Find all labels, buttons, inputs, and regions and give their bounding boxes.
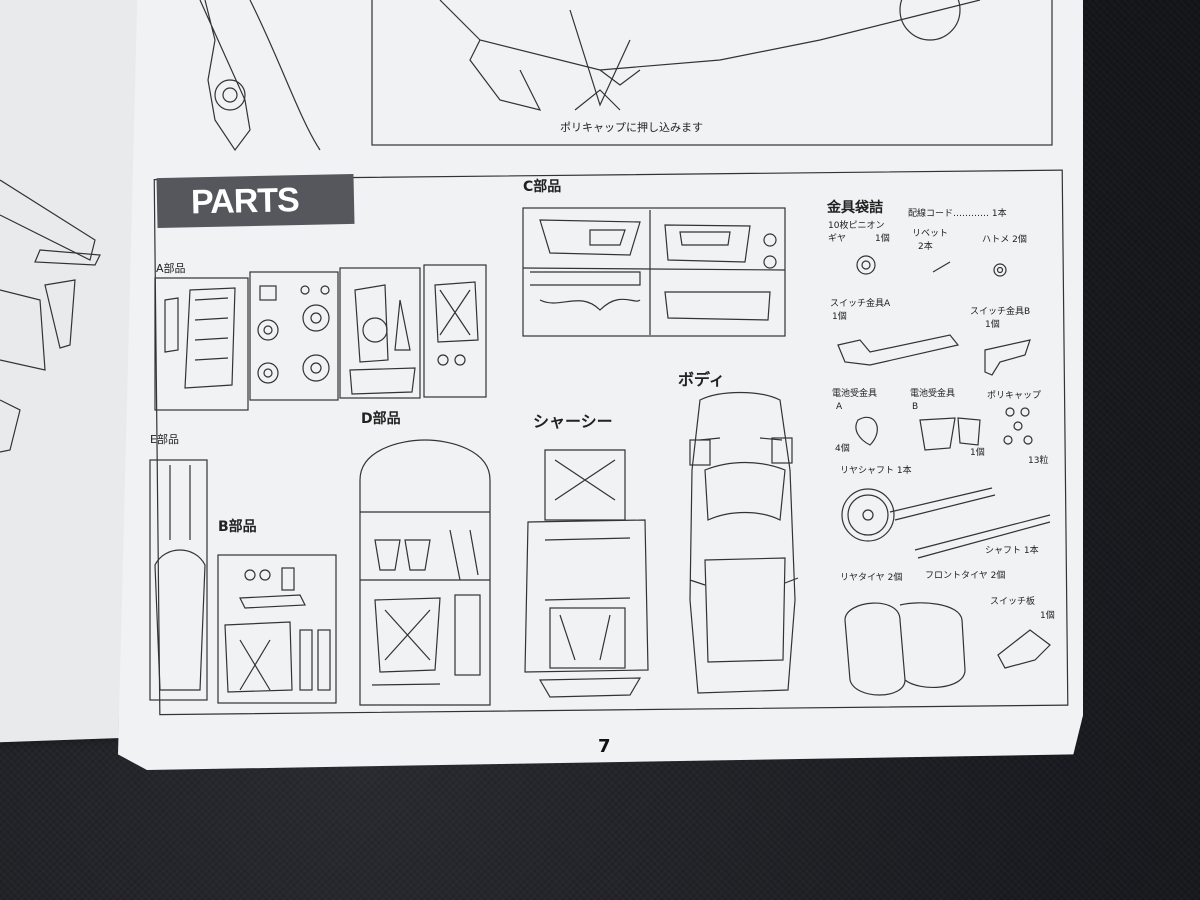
sprue-d-label: D部品 (361, 411, 401, 427)
caption-leader-lines (569, 9, 631, 107)
sprue-b-drawing (217, 554, 337, 704)
chassis-label: シャーシー (533, 412, 613, 431)
rear-tire-label: リヤタイヤ 2個 (840, 573, 903, 583)
battery-a-qty: 4個 (835, 444, 850, 454)
parts-frame (153, 169, 1069, 716)
switch-a-qty: 1個 (832, 312, 847, 322)
top-step-frame (371, 0, 1053, 146)
left-page-wing-drawing (0, 179, 96, 261)
hardware-drawings (837, 255, 1051, 696)
pinion-label: 10枚ピニオン (828, 221, 885, 231)
battery-a-sub: A (836, 402, 843, 412)
switch-a-label: スイッチ金具A (830, 299, 891, 309)
pinion-qty: 1個 (875, 234, 890, 244)
rivet-qty: 2本 (918, 242, 933, 252)
sprue-e-label: E部品 (150, 433, 179, 446)
manual-page (118, 0, 1083, 770)
rear-shaft-label: リヤシャフト 1本 (840, 466, 912, 476)
sprue-d-drawing (359, 439, 491, 706)
page-number: 7 (598, 736, 611, 757)
top-car-drawing (439, 0, 981, 71)
battery-b-label: 電池受金具 (910, 389, 956, 399)
switch-b-label: スイッチ金具B (970, 307, 1031, 317)
caption-top: ポリキャップに押し込みます (560, 121, 703, 134)
polycap-label: ポリキャップ (987, 391, 1042, 401)
top-wheel-drawing (199, 0, 251, 152)
switch-plate-qty: 1個 (1040, 611, 1055, 621)
sprue-a-drawing (154, 264, 487, 411)
hardware-title: 金具袋詰 (827, 200, 883, 216)
sprue-a-label: A部品 (156, 262, 186, 275)
eyelet-label: ハトメ 2個 (982, 235, 1027, 245)
battery-a-label: 電池受金具 (832, 389, 878, 399)
sprue-c-label: C部品 (523, 179, 562, 195)
shaft-label: シャフト 1本 (985, 546, 1039, 556)
rivet-label: リベット (912, 229, 949, 239)
sprue-c-drawing (522, 207, 786, 337)
body-drawing (689, 391, 799, 694)
wiring-cord-label: 配線コード………… 1本 (908, 209, 1007, 219)
front-tire-label: フロントタイヤ 2個 (925, 571, 1006, 581)
switch-b-qty: 1個 (985, 320, 1000, 330)
polycap-qty: 13粒 (1028, 456, 1049, 466)
sprue-e-drawing (149, 459, 208, 701)
switch-plate-label: スイッチ板 (990, 597, 1036, 607)
chassis-drawing (524, 449, 649, 698)
body-label: ボディ (678, 370, 725, 389)
battery-b-qty: 1個 (970, 448, 985, 458)
sprue-b-label: B部品 (218, 519, 257, 535)
battery-b-sub: B (912, 402, 919, 412)
pinion-sub-label: ギヤ (828, 234, 847, 244)
parts-banner: PARTS (156, 173, 355, 229)
